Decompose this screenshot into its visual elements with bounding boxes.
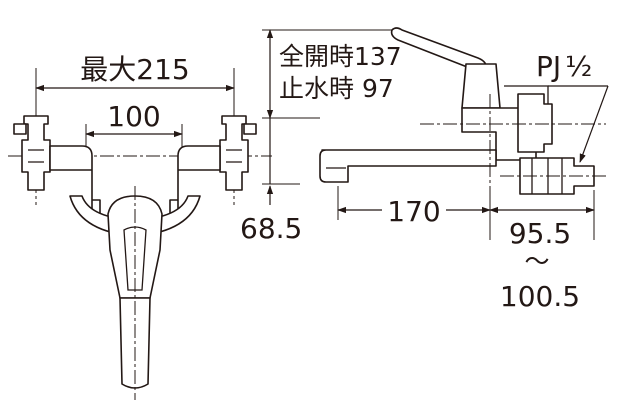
- overall-width-label: 最大215: [80, 53, 189, 86]
- spout-reach-label: 170: [387, 195, 440, 228]
- outlet-offset-bottom-label: 100.5: [500, 280, 580, 313]
- center-distance-label: 100: [107, 100, 160, 133]
- front-view: 最大215 100: [8, 53, 272, 400]
- thread-fraction-text: ½: [565, 50, 592, 83]
- height-closed-label: 止水時 97: [279, 74, 394, 103]
- left-eccentric-union: [13, 115, 101, 215]
- lever-handle: [107, 186, 163, 400]
- pipe-height-label: 68.5: [240, 212, 302, 245]
- height-open-label: 全開時137: [279, 42, 402, 71]
- side-union-nut: [517, 93, 553, 153]
- side-cartridge: [461, 63, 501, 109]
- leader-arrow: [579, 85, 609, 163]
- spout: [319, 149, 497, 183]
- thread-spec-text: PJ: [536, 50, 561, 83]
- right-eccentric-union: [169, 115, 257, 215]
- outlet-offset-top-label: 95.5: [509, 217, 571, 250]
- range-tilde: 〜: [524, 247, 549, 276]
